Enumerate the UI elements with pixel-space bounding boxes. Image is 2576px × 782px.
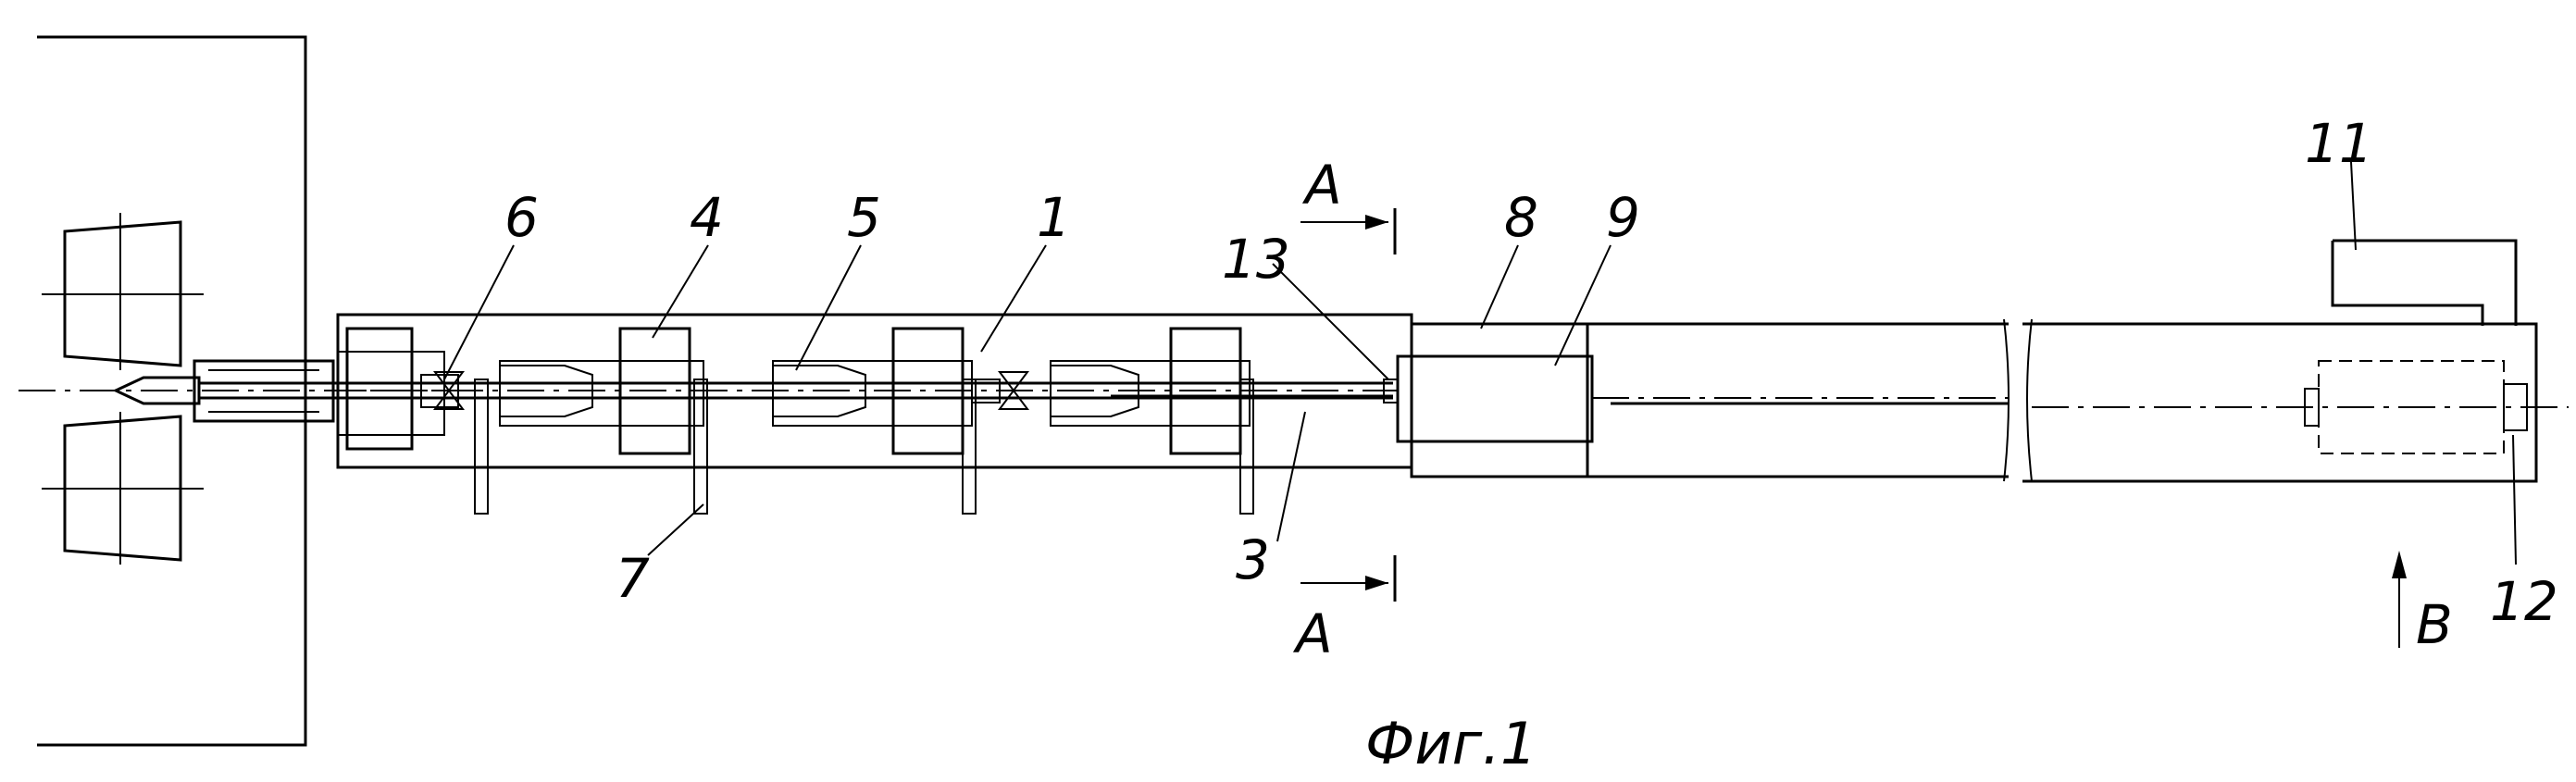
label-11: 11: [2305, 112, 2373, 175]
lower-roll: [42, 412, 204, 565]
label-6: 6: [504, 186, 539, 249]
label-12: 12: [2490, 570, 2558, 633]
upper-roll: [42, 213, 204, 370]
label-8: 8: [1504, 186, 1538, 249]
frame-middle: [1587, 319, 2009, 481]
section-label-a-bottom: A: [1292, 602, 1333, 665]
label-13: 13: [1222, 228, 1290, 291]
label-7: 7: [616, 547, 650, 610]
leader-lines: [444, 162, 2516, 565]
figure-caption: Фиг.1: [1365, 710, 1537, 777]
section-label-a-top: A: [1301, 154, 1342, 217]
section-line-a: [1300, 208, 1395, 602]
unit-9: [1384, 356, 1592, 441]
view-b-arrow: [2392, 551, 2407, 648]
view-label-b: B: [2416, 593, 2453, 656]
label-5: 5: [847, 186, 881, 249]
label-9: 9: [1606, 186, 1640, 249]
label-4: 4: [690, 186, 724, 249]
label-1: 1: [1037, 186, 1071, 249]
unit-11: [2333, 241, 2516, 326]
label-3: 3: [1236, 528, 1270, 591]
frame-right: [2022, 319, 2569, 481]
unit-8: [1412, 324, 1587, 477]
